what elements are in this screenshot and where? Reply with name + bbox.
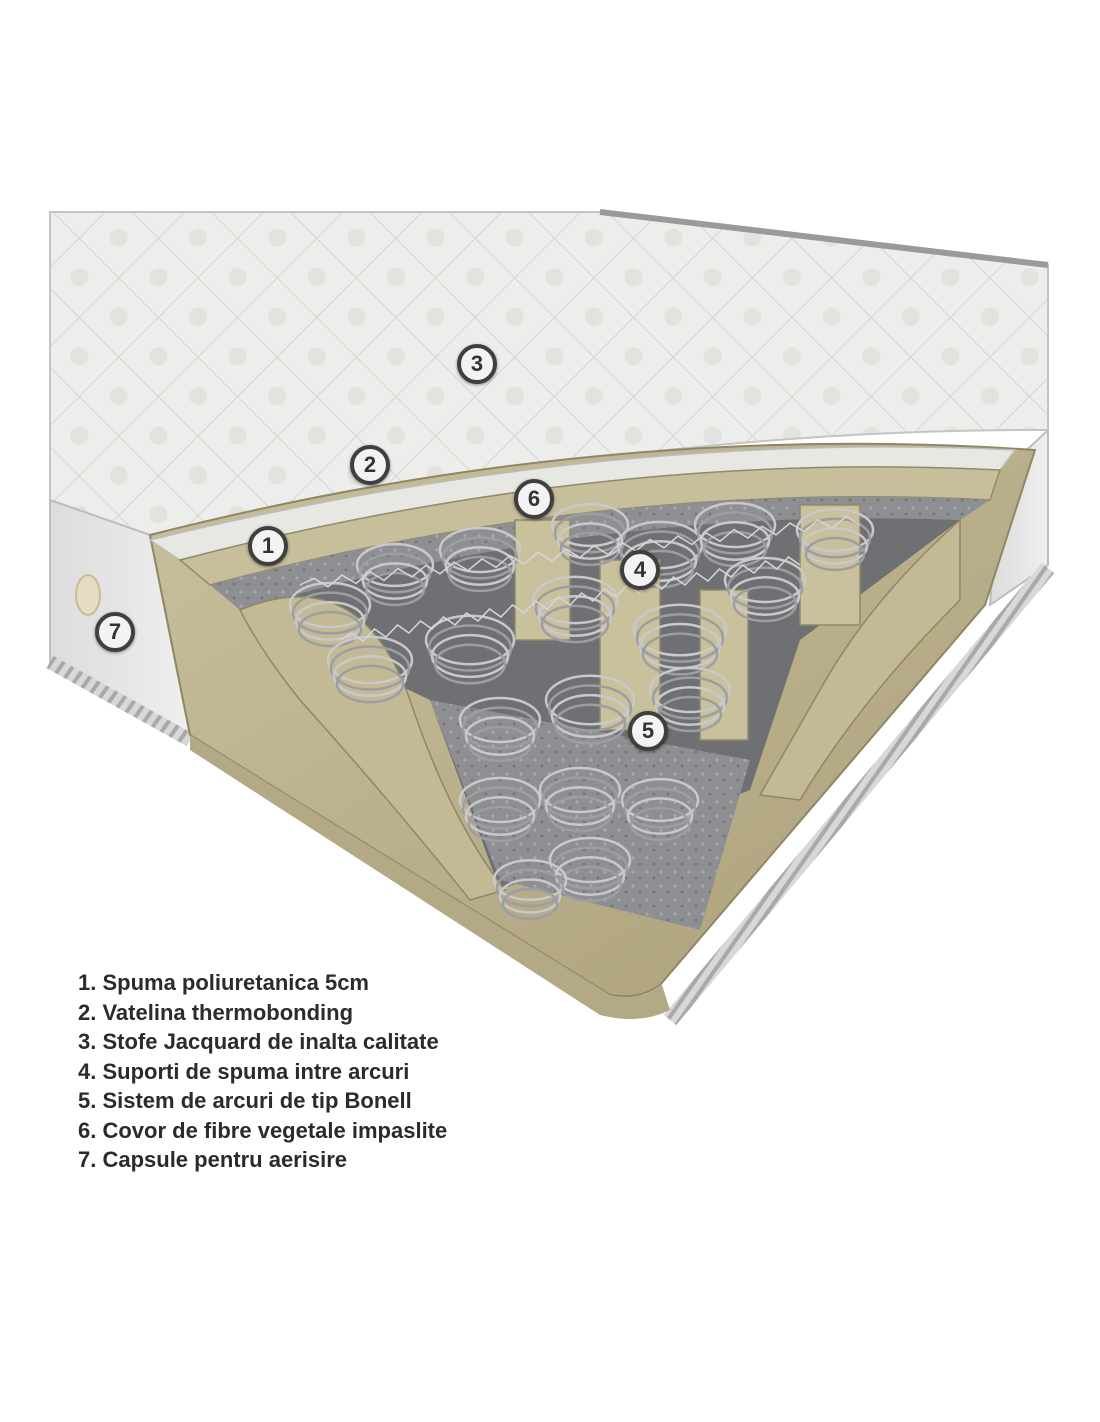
felt-pad (210, 496, 990, 610)
foam-support-d (699, 589, 749, 741)
spring-coil (355, 542, 435, 607)
marker-4: 4 (620, 550, 660, 590)
marker-1: 1 (248, 526, 288, 566)
spring-coil (326, 635, 414, 704)
legend-item-6: 6. Covor de fibre vegetale impaslite (78, 1117, 448, 1143)
spring-coil (548, 836, 632, 903)
legend-item-1: 1. Spuma poliuretanica 5cm (78, 970, 369, 995)
spring-coil (492, 858, 568, 921)
spring-coil (288, 581, 372, 648)
marker-6: 6 (514, 479, 554, 519)
spring-coil (632, 603, 728, 676)
foam-support-c (799, 504, 861, 626)
left-foam-wedge (238, 596, 507, 901)
legend-item-4: 4. Suporti de spuma intre arcuri (78, 1058, 410, 1084)
legend-item-5: 5. Sistem de arcuri de tip Bonell (78, 1088, 412, 1113)
spring-coil (795, 507, 875, 572)
legend-item-7: 7. Capsule pentru aerisire (78, 1147, 347, 1172)
top-edge-piping (599, 209, 1049, 268)
marker-2: 2 (350, 445, 390, 485)
spring-coil (544, 674, 636, 745)
spring-coil (458, 696, 542, 763)
spring-coil (723, 556, 807, 623)
spring-coil (620, 777, 700, 842)
legend-item-3: 3. Stofe Jacquard de inalta calitate (78, 1029, 439, 1054)
bonell-spring-grid (288, 501, 875, 921)
legend-item-2: 2. Vatelina thermobonding (78, 999, 354, 1025)
marker-5: 5 (628, 711, 668, 751)
spring-coil (424, 614, 516, 685)
right-foam-wedge (758, 518, 961, 801)
spring-coil (538, 766, 622, 833)
components-legend: 1. Spuma poliuretanica 5cm 2. Vatelina t… (78, 968, 447, 1175)
spring-coil (438, 526, 522, 593)
lacing-wire (339, 556, 801, 642)
air-vent-capsule (75, 574, 101, 616)
spring-coil (531, 575, 619, 644)
left-bottom-piping (46, 655, 194, 747)
right-bottom-piping (663, 562, 1055, 1026)
marker-3: 3 (457, 344, 497, 384)
spring-coil (458, 776, 542, 843)
marker-7: 7 (95, 612, 135, 652)
lacing-wire (299, 515, 861, 588)
